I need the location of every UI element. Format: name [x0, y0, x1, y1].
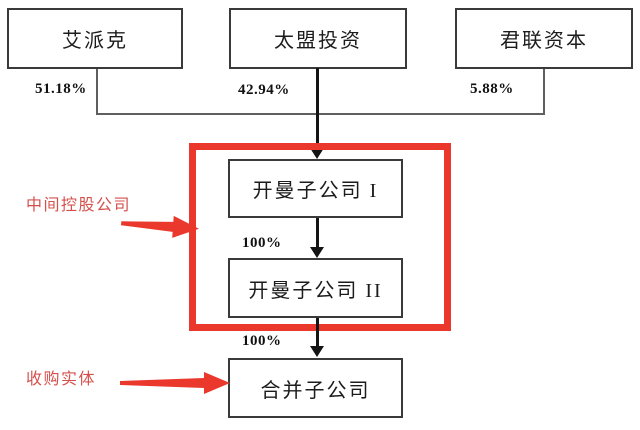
entity-box-pag: 太盟投资: [229, 8, 407, 69]
arrowhead-cayman2-icon: [310, 247, 324, 258]
entity-box-merger-sub: 合并子公司: [228, 358, 403, 418]
entity-label-cayman-sub-1: 开曼子公司 I: [252, 180, 379, 202]
connector-line-legend-down: [543, 69, 545, 115]
red-callout-arrow-intermediate-icon: [120, 215, 199, 238]
entity-box-legend-capital: 君联资本: [455, 8, 633, 69]
ownership-pct-apex: 51.18%: [35, 81, 87, 97]
arrowhead-merger-icon: [310, 346, 324, 357]
entity-label-cayman-sub-2: 开曼子公司 II: [248, 279, 383, 302]
ownership-pct-cayman2-merger: 100%: [242, 333, 282, 349]
arrow-line-cayman1-to-cayman2: [316, 218, 319, 248]
entity-label-legend-capital: 君联资本: [500, 30, 588, 52]
entity-label-pag: 太盟投资: [274, 30, 362, 52]
red-callout-arrow-acquisition-icon: [120, 372, 230, 394]
entity-label-apex: 艾派克: [62, 30, 128, 52]
entity-box-apex: 艾派克: [7, 8, 183, 69]
ownership-pct-legend: 5.88%: [470, 81, 514, 97]
entity-box-cayman-sub-2: 开曼子公司 II: [228, 258, 403, 318]
arrowhead-to-cayman1-icon: [310, 148, 324, 159]
ownership-pct-cayman1-cayman2: 100%: [242, 235, 282, 251]
ownership-pct-pag: 42.94%: [238, 82, 290, 98]
arrow-line-cayman2-to-merger: [316, 318, 319, 347]
highlight-rectangle: [189, 143, 451, 331]
entity-box-cayman-sub-1: 开曼子公司 I: [228, 159, 403, 218]
annotation-acquisition-entity: 收购实体: [26, 371, 97, 388]
entity-label-merger-sub: 合并子公司: [260, 379, 371, 402]
connector-line-apex-down: [96, 69, 98, 115]
connector-line-horizontal: [96, 113, 545, 115]
annotation-intermediate-holding: 中间控股公司: [26, 197, 132, 214]
arrow-line-to-cayman1: [316, 68, 319, 150]
